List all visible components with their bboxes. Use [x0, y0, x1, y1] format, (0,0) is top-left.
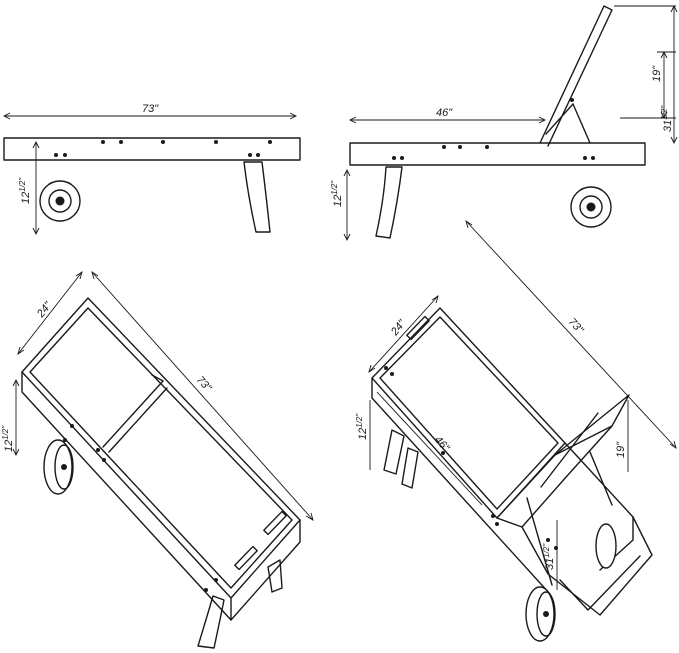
- leg: [243, 161, 271, 233]
- leg-reclined: [375, 166, 403, 239]
- leg-iso-reclined: [383, 429, 405, 475]
- wheel-icon-iso-reclined: [525, 586, 555, 642]
- side-view-flat: 73" 121/2": [2, 103, 301, 236]
- wheel-icon-reclined: [570, 186, 612, 228]
- dim-label-recline-height: 12: [332, 195, 344, 207]
- svg-text:121/2": 121/2": [18, 177, 32, 204]
- dim-label-iso-length: 73": [194, 374, 214, 395]
- dim-label-back: 19": [651, 65, 663, 82]
- isometric-flat: 24" 73" 121/2": [1, 270, 314, 649]
- dim-label-seat: 46": [436, 107, 453, 119]
- dim-label-iso-rec-back: 19": [615, 441, 627, 458]
- dim-label-iso-rec-width: 24": [388, 317, 409, 339]
- wheel-icon: [39, 180, 81, 222]
- side-view-reclined: 46" 121/2" 19" 311: [330, 4, 678, 242]
- dim-label-iso-width: 24": [34, 299, 55, 321]
- dim-label-total: 31: [662, 120, 674, 132]
- svg-text:311/2": 311/2": [660, 105, 674, 132]
- svg-text:121/2": 121/2": [330, 180, 344, 207]
- svg-text:121/2": 121/2": [1, 425, 15, 452]
- backrest: [539, 5, 613, 147]
- svg-text:311/2": 311/2": [542, 543, 556, 570]
- dim-label-iso-height: 12: [3, 440, 15, 452]
- dim-label-length: 73": [142, 103, 159, 115]
- dim-label-height-frac: 1/2": [18, 177, 27, 192]
- wheel-icon-iso: [43, 439, 73, 495]
- leg-iso: [197, 595, 225, 649]
- dim-label-iso-rec-total: 31: [544, 558, 556, 570]
- lounge-frame: [3, 137, 301, 161]
- isometric-reclined: 24" 73" 46" 19" 311/2" 121/2": [355, 219, 677, 642]
- svg-text:121/2": 121/2": [355, 413, 369, 440]
- dim-label-height: 12: [20, 192, 32, 204]
- lounge-frame-reclined: [349, 142, 646, 166]
- dim-label-iso-rec-length: 73": [566, 316, 586, 337]
- dim-label-iso-rec-height: 12: [357, 428, 369, 440]
